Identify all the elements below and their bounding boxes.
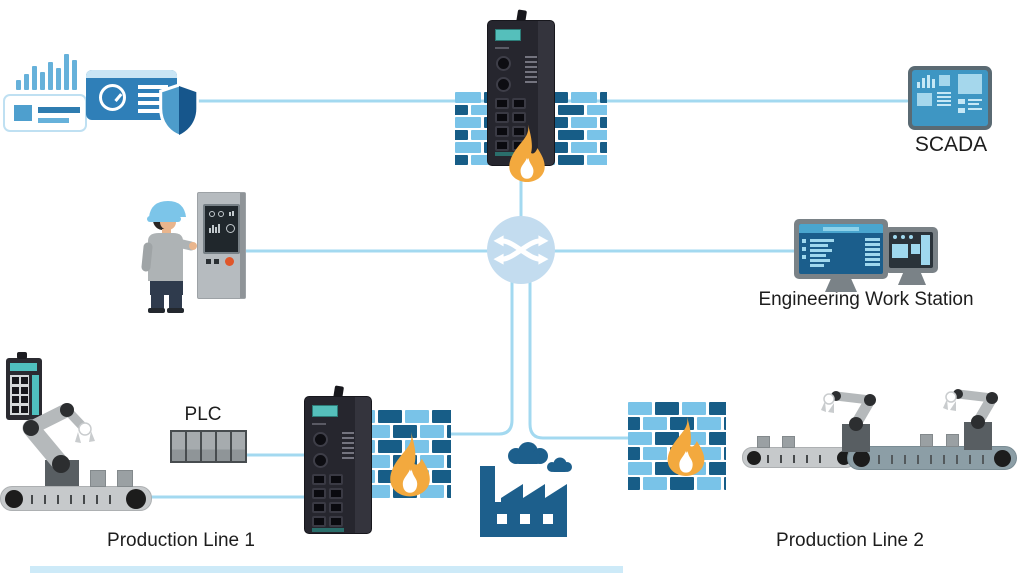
panel-line <box>138 85 168 89</box>
conveyor-wheel <box>747 451 761 465</box>
hmi-orange-button <box>225 257 234 266</box>
crossed-arrows-icon <box>493 235 549 265</box>
ews-side-screen <box>889 232 933 268</box>
report-text-line <box>38 118 69 123</box>
plc-module-icon <box>170 430 247 463</box>
bottom-accent-strip <box>30 566 623 573</box>
network-switch-icon <box>487 216 555 284</box>
robot-arm-icon <box>821 391 876 452</box>
router-print <box>312 423 326 425</box>
mini-switch-icon <box>6 352 42 420</box>
bar-chart-icon <box>16 50 77 90</box>
wire-switch-to-line2 <box>528 280 632 440</box>
router-connector <box>496 77 511 92</box>
hmi-side-shade <box>240 193 245 298</box>
panel-line <box>138 93 168 97</box>
mini-switch-label <box>10 363 37 371</box>
router-port-grid <box>312 474 343 527</box>
router-brand-label <box>495 29 521 41</box>
shield-icon <box>159 83 199 138</box>
mini-switch-strip <box>32 375 39 415</box>
box-icon <box>757 436 770 448</box>
worker-icon <box>141 201 197 313</box>
router-led-block <box>525 56 537 86</box>
router-print <box>495 47 509 49</box>
scada-screen <box>912 70 988 126</box>
router-connector <box>313 453 328 468</box>
mini-switch-ports <box>10 375 29 415</box>
scada-monitor-icon <box>908 66 992 130</box>
hmi-screen <box>203 204 240 254</box>
router-connector <box>313 432 328 447</box>
conveyor-ticks <box>878 455 986 464</box>
router-footer-label <box>495 152 527 156</box>
router-led-block <box>342 432 354 462</box>
production-line-2-label: Production Line 2 <box>776 530 924 551</box>
box-icon <box>782 436 795 448</box>
ews-side-monitor-icon <box>884 227 938 273</box>
panel-titlebar <box>86 70 177 78</box>
conveyor-wheel <box>994 450 1011 467</box>
report-text-line <box>38 107 80 113</box>
flame-icon-line1 <box>390 431 430 497</box>
conveyor-wheel <box>5 490 23 508</box>
factory-icon <box>480 442 572 537</box>
gauge-panel-icon <box>86 70 177 120</box>
router-brand-label <box>312 405 338 417</box>
flame-icon-line2 <box>667 416 705 476</box>
router-footer-label <box>312 528 344 532</box>
conveyor-ticks <box>767 455 831 463</box>
hmi-button <box>206 259 211 264</box>
scada-label: SCADA <box>914 133 988 156</box>
monitor-stand <box>825 279 857 292</box>
panel-line <box>138 109 168 113</box>
hmi-button <box>214 259 219 264</box>
conveyor-ticks <box>31 495 119 504</box>
hmi-panel-icon <box>197 192 246 299</box>
box-icon <box>920 434 933 447</box>
mini-switch-connector <box>17 352 27 359</box>
report-thumbnail <box>14 105 32 121</box>
box-icon <box>90 470 106 487</box>
conveyor-wheel <box>853 450 870 467</box>
wire-switch-to-line1 <box>447 280 514 436</box>
plc-label: PLC <box>184 404 222 425</box>
report-card-icon <box>3 94 87 132</box>
robot-arm-icon <box>22 403 101 496</box>
gauge-dial-icon <box>99 84 126 111</box>
box-icon <box>946 434 959 447</box>
flame-icon-top <box>509 124 545 182</box>
ews-main-screen <box>799 224 883 274</box>
router-connector <box>496 56 511 71</box>
industrial-secure-router-line1 <box>304 385 372 534</box>
engineering-workstation-label: Engineering Work Station <box>758 289 974 310</box>
production-line-1-label: Production Line 1 <box>107 530 255 551</box>
industrial-secure-router-top <box>487 9 555 166</box>
ews-main-monitor-icon <box>794 219 888 279</box>
conveyor-belt-line1 <box>0 486 152 511</box>
gauge-hand <box>114 93 123 102</box>
robot-arm-icon <box>943 389 998 450</box>
panel-line <box>138 101 168 105</box>
conveyor-wheel <box>126 489 146 509</box>
box-icon <box>117 470 133 487</box>
monitor-stand <box>898 273 926 285</box>
